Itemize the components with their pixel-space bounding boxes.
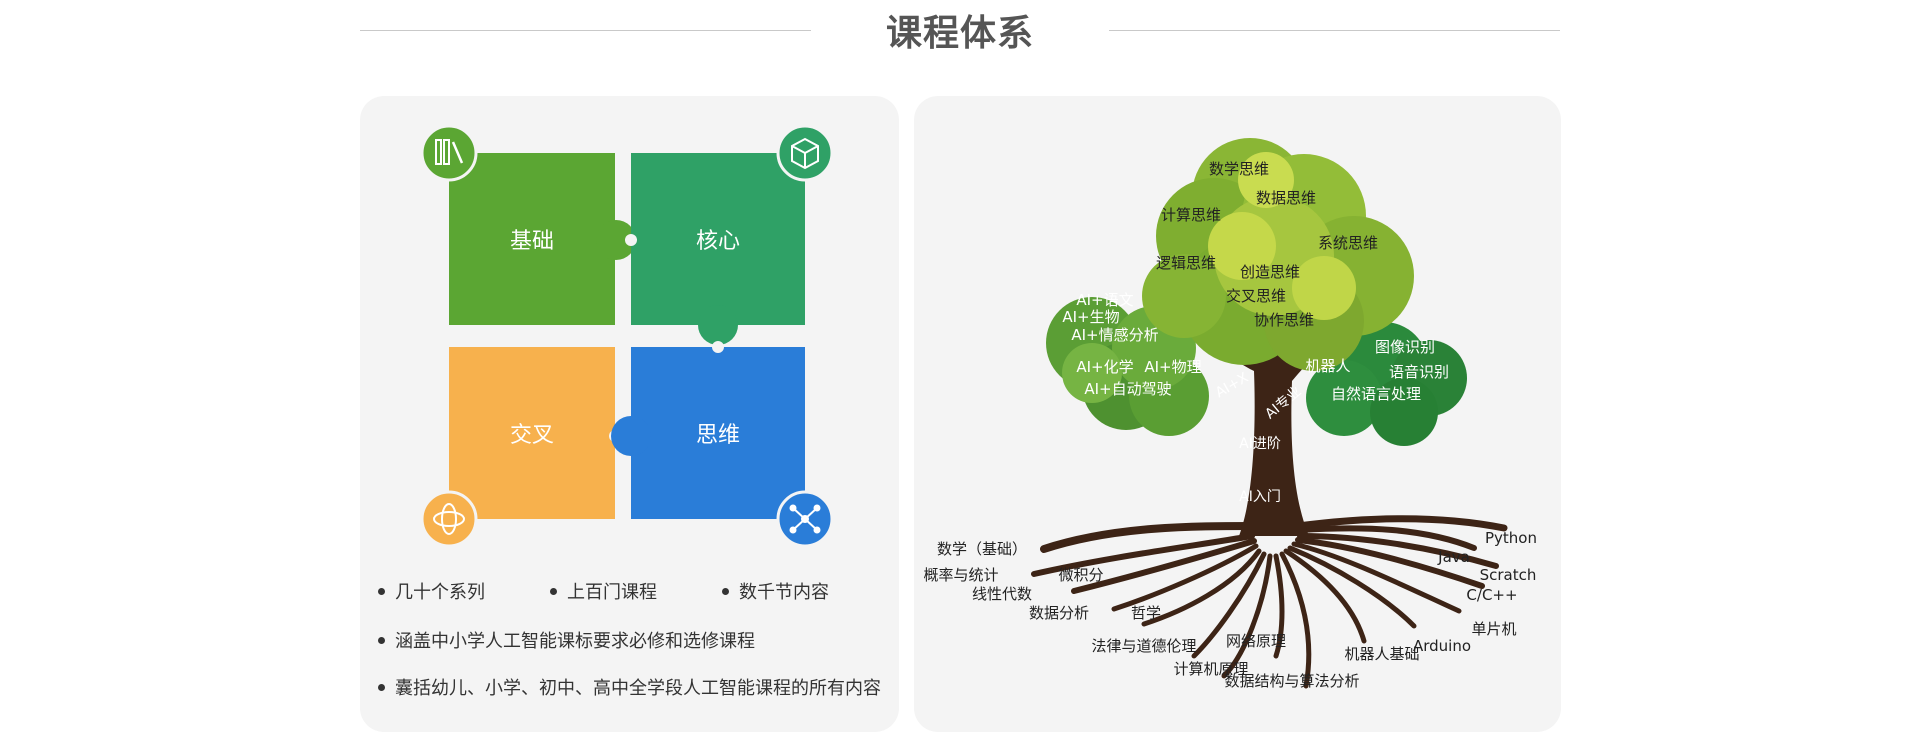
puzzle-piece-core [625, 153, 805, 345]
feature-text: 几十个系列 [395, 582, 485, 603]
feature-item-series: 几十个系列 [378, 578, 485, 604]
puzzle-label-thinking: 思维 [696, 423, 740, 448]
root-label-robot-basics: 机器人基础 [1344, 645, 1419, 663]
root-label-law-ethics: 法律与道德伦理 [1091, 637, 1196, 655]
header-rule-right [1109, 30, 1560, 31]
tree-canopy-ai-x [1046, 297, 1209, 436]
root-label-python: Python [1485, 529, 1537, 547]
puzzle-piece-foundation [449, 153, 636, 325]
section-header: 课程体系 [0, 0, 1920, 64]
root-label-linear-algebra: 线性代数 [972, 585, 1032, 603]
tree-label-systems-thinking: 系统思维 [1318, 234, 1378, 252]
feature-text: 囊括幼儿、小学、初中、高中全学段人工智能课程的所有内容 [395, 678, 881, 699]
puzzle-label-cross: 交叉 [510, 423, 554, 448]
root-label-arduino: Arduino [1413, 637, 1471, 655]
tree-label-image-recognition: 图像识别 [1375, 338, 1435, 356]
tree-label-ai-chinese: AI+语文 [1076, 291, 1133, 309]
tree-label-creative-thinking: 创造思维 [1240, 263, 1300, 281]
network-icon [776, 490, 834, 548]
bullet-dot [378, 683, 385, 691]
tree-crown-main [1142, 138, 1414, 371]
tree-label-robot: 机器人 [1305, 357, 1350, 375]
tree-label-cross-thinking: 交叉思维 [1226, 287, 1286, 305]
puzzle-label-core: 核心 [696, 229, 740, 254]
root-label-data-structures: 数据结构与算法分析 [1224, 672, 1359, 690]
root-label-philosophy: 哲学 [1131, 604, 1161, 622]
bullet-dot [378, 587, 385, 595]
atom-icon [420, 490, 478, 548]
tree-label-ai-advanced: AI进阶 [1239, 436, 1281, 452]
tree-label-ai-physics: AI+物理 [1144, 358, 1201, 376]
bullet-dot [550, 587, 557, 595]
tree-label-ai-intro: AI入门 [1239, 489, 1281, 505]
root-label-probability: 概率与统计 [923, 566, 998, 584]
bullet-dot [722, 587, 729, 595]
tree-label-speech-recognition: 语音识别 [1389, 363, 1449, 381]
page-title: 课程体系 [885, 13, 1034, 54]
root-label-mcu: 单片机 [1471, 620, 1516, 638]
root-label-computer-principles: 计算机原理 [1173, 660, 1248, 678]
tree-label-ai-biology: AI+生物 [1062, 308, 1119, 326]
tree-label-data-thinking: 数据思维 [1256, 189, 1316, 207]
root-label-math-basic: 数学（基础） [937, 540, 1027, 558]
tree-roots [1031, 515, 1508, 689]
puzzle-piece-thinking [611, 341, 805, 519]
root-label-java: Java [1437, 548, 1470, 566]
tree-label-collaborative-thinking: 协作思维 [1254, 311, 1314, 329]
root-label-network-principles: 网络原理 [1226, 632, 1286, 650]
tree-label-ai-x-branch: AI+X [1213, 370, 1252, 402]
feature-item-courses: 上百门课程 [550, 578, 657, 604]
puzzle-piece-cross [449, 347, 621, 519]
header-rule-left [360, 30, 811, 31]
feature-text: 上百门课程 [567, 582, 657, 603]
bullet-dot [378, 636, 385, 644]
tree-label-logical-thinking: 逻辑思维 [1156, 254, 1216, 272]
root-label-data-analysis: 数据分析 [1029, 604, 1089, 622]
root-label-calculus: 微积分 [1058, 566, 1103, 584]
books-icon [420, 124, 478, 182]
root-label-scratch: Scratch [1480, 566, 1537, 584]
puzzle-label-foundation: 基础 [510, 229, 554, 254]
tree-label-ai-emotion: AI+情感分析 [1071, 326, 1158, 344]
puzzle-diagram: 基础 核心 交叉 思维 [420, 124, 834, 548]
tree-label-math-thinking: 数学思维 [1209, 160, 1269, 178]
course-tree-panel: 数学思维 数据思维 计算思维 系统思维 逻辑思维 创造思维 交叉思维 协作思维 … [914, 96, 1561, 732]
tree-canopy-ai-pro [1306, 322, 1467, 446]
feature-item-curriculum: 涵盖中小学人工智能课标要求必修和选修课程 [378, 627, 755, 653]
tree-label-ai-chemistry: AI+化学 [1076, 358, 1133, 376]
cube-icon [776, 124, 834, 182]
feature-item-lessons: 数千节内容 [722, 578, 829, 604]
feature-item-stages: 囊括幼儿、小学、初中、高中全学段人工智能课程的所有内容 [378, 674, 881, 700]
feature-text: 涵盖中小学人工智能课标要求必修和选修课程 [395, 631, 755, 652]
course-tree-diagram: 数学思维 数据思维 计算思维 系统思维 逻辑思维 创造思维 交叉思维 协作思维 … [923, 138, 1537, 690]
root-label-cpp: C/C++ [1466, 586, 1517, 604]
tree-label-computational-thinking: 计算思维 [1161, 206, 1221, 224]
feature-text: 数千节内容 [739, 582, 829, 603]
tree-label-ai-driving: AI+自动驾驶 [1084, 380, 1171, 398]
course-categories-panel: 基础 核心 交叉 思维 [360, 96, 899, 732]
tree-label-nlp: 自然语言处理 [1331, 385, 1421, 403]
